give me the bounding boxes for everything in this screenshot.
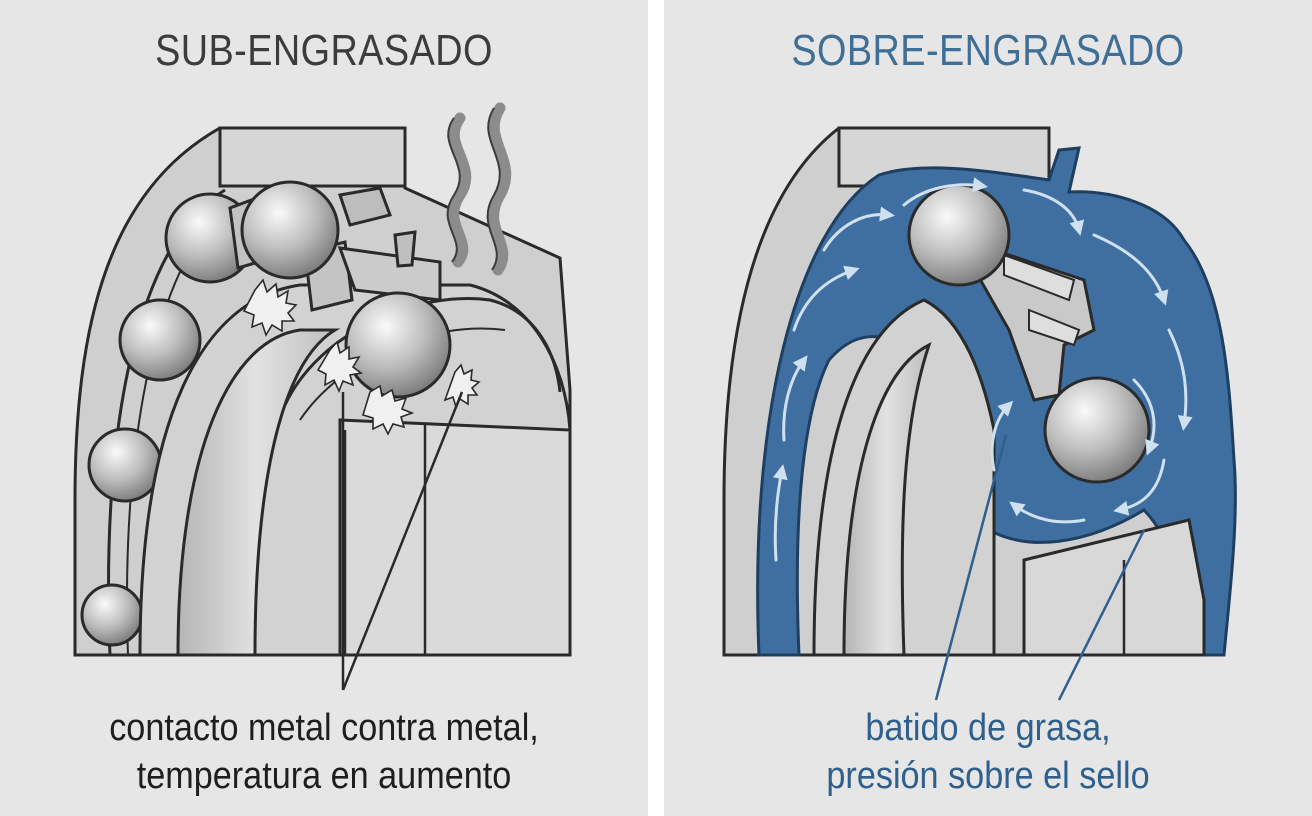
- outer-ring-face: [218, 126, 407, 188]
- panel-title: SOBRE-ENGRASADO: [791, 26, 1185, 75]
- ball-bottom: [1043, 376, 1151, 484]
- under-greased-illustration: [73, 102, 572, 691]
- ball-top: [907, 183, 1011, 287]
- ball-top: [240, 180, 340, 280]
- ball-back-3: [87, 427, 163, 503]
- panel-caption: contacto metal contra metal, temperatura…: [32, 704, 615, 800]
- under-greased-panel: SUB-ENGRASADO contacto metal contra meta…: [0, 0, 648, 816]
- cage-fragment-4: [393, 230, 417, 268]
- cage-fragment-5: [338, 186, 392, 227]
- panel-title: SUB-ENGRASADO: [155, 26, 493, 75]
- ball-back-2: [118, 298, 202, 382]
- wear-marks: [242, 278, 481, 436]
- caption-line-2: presión sobre el sello: [826, 755, 1150, 797]
- inner-bore: [176, 328, 341, 657]
- caption-line-1: batido de grasa,: [865, 707, 1111, 749]
- inner-raceway: [283, 297, 562, 406]
- over-greased-illustration: [722, 126, 1237, 701]
- leader-lines: [934, 434, 1146, 701]
- inner-ring-face: [338, 418, 572, 657]
- ball-back-4: [80, 583, 144, 647]
- leader-lines: [341, 391, 464, 691]
- panel-caption: batido de grasa, presión sobre el sello: [696, 704, 1279, 800]
- flow-arrows: [772, 177, 1193, 562]
- ball-front: [344, 291, 452, 399]
- inner-bore: [842, 342, 932, 657]
- caption-line-1: contacto metal contra metal,: [109, 707, 539, 749]
- over-greased-panel: SOBRE-ENGRASADO batido de grasa, presión…: [664, 0, 1312, 816]
- caption-line-2: temperatura en aumento: [136, 755, 512, 797]
- heat-wisps: [448, 102, 512, 276]
